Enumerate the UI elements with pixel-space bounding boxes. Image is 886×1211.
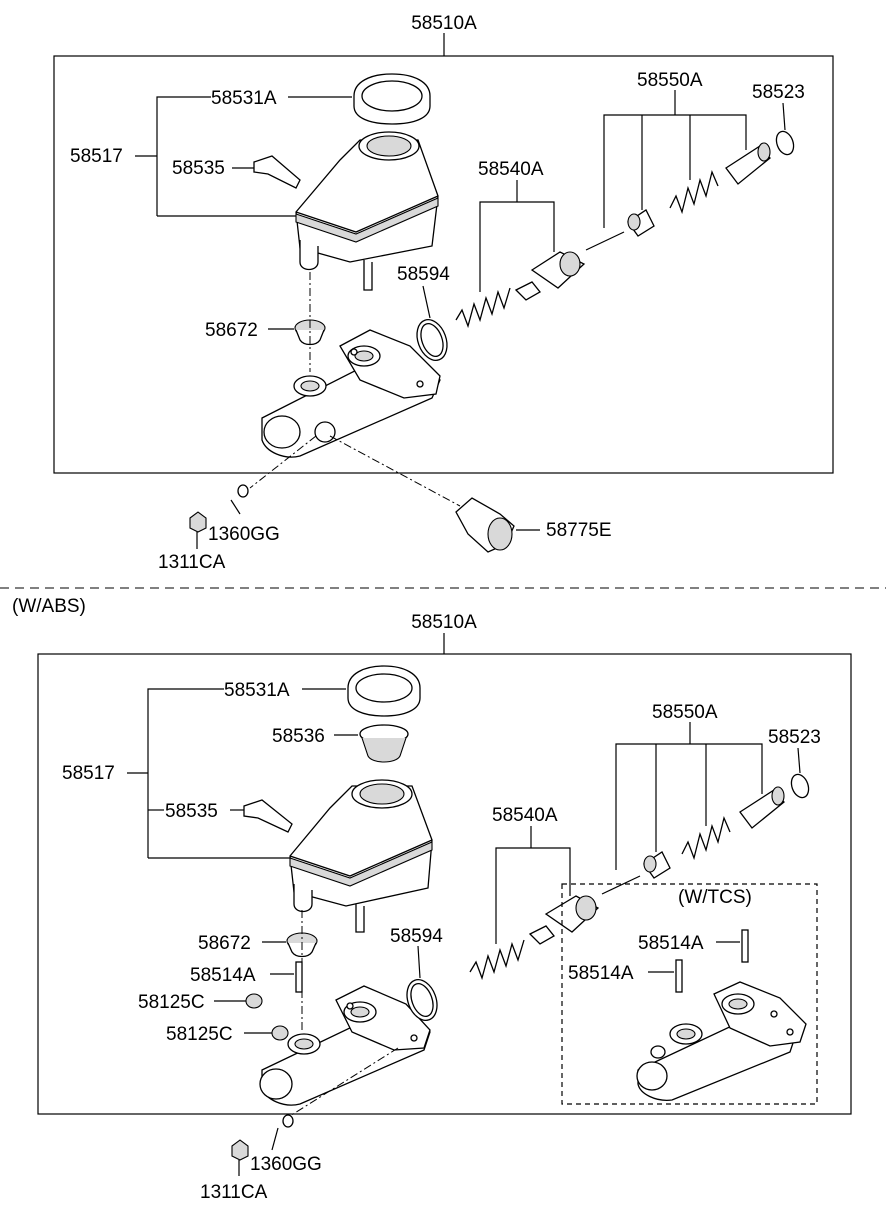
abs-section-label: (W/ABS) [12,596,86,617]
tcs-pin-1-label: 58514A [638,933,704,954]
top-secondary-piston [585,142,771,251]
bottom-plug-2 [271,1025,289,1041]
top-gasket [237,484,249,498]
top-grommet-label: 58672 [205,320,258,341]
bottom-o-ring-label: 58594 [390,926,443,947]
top-valve-label: 58775E [546,520,612,541]
top-assembly-label: 58510A [411,13,477,34]
top-master-cylinder [261,329,441,458]
top-reservoir-cap [353,73,431,125]
tcs-pin-2 [675,959,683,993]
bottom-assembly-label: 58510A [411,612,477,633]
top-reservoir [295,131,439,291]
bottom-snap-ring-label: 58523 [768,727,821,748]
top-primary-piston [514,251,586,301]
top-snap-ring [775,130,795,156]
bottom-reservoir-cap [347,665,421,717]
top-level-sensor [253,155,301,189]
top-o-ring [416,319,448,361]
bottom-sensor-label: 58535 [165,801,218,822]
bottom-cap-label: 58531A [224,680,290,701]
bottom-secondary-piston [601,786,785,895]
bottom-level-sensor [243,799,293,833]
bottom-strainer-label: 58536 [272,726,325,747]
top-reservoir-label: 58517 [70,146,123,167]
bottom-grommet [286,932,318,958]
bottom-master-cylinder [259,985,431,1106]
top-cap-label: 58531A [211,88,277,109]
bottom-secondary-piston-label: 58550A [652,702,718,723]
top-primary-piston-label: 58540A [478,159,544,180]
top-gasket-label: 1360GG [208,524,280,545]
tcs-inset-frame [561,883,818,1105]
tcs-master-cylinder [636,981,807,1101]
top-proportioning-valve [455,497,515,553]
bottom-gasket [282,1114,294,1128]
top-o-ring-label: 58594 [397,264,450,285]
bottom-primary-spring [469,939,525,981]
bottom-plug-2-label: 58125C [166,1024,233,1045]
tcs-pin-1 [741,929,749,963]
bottom-nut-label: 1311CA [200,1182,268,1203]
bottom-reservoir [289,779,433,933]
bottom-o-ring [406,979,438,1021]
bottom-pin-label: 58514A [190,965,256,986]
top-nut-label: 1311CA [158,552,226,573]
bottom-grommet-label: 58672 [198,933,251,954]
bottom-plug-1-label: 58125C [138,992,205,1013]
bottom-plug-1 [245,993,263,1009]
bottom-pin [295,961,303,993]
bottom-gasket-label: 1360GG [250,1154,322,1175]
bottom-primary-piston-label: 58540A [492,805,558,826]
top-section: 58510A 58531A 58517 58535 [53,13,834,573]
top-nut [189,511,207,533]
top-secondary-piston-label: 58550A [637,70,703,91]
bottom-nut [231,1139,249,1161]
top-sensor-label: 58535 [172,158,225,179]
tcs-pin-2-label: 58514A [568,963,634,984]
bottom-snap-ring [790,773,810,799]
top-snap-ring-label: 58523 [752,82,805,103]
bottom-reservoir-label: 58517 [62,763,115,784]
top-primary-spring [455,287,511,329]
tcs-label: (W/TCS) [678,887,752,908]
bottom-primary-piston [528,895,600,945]
bottom-strainer [359,724,409,763]
bottom-section: 58510A 58531A 58536 58517 [37,612,852,1203]
